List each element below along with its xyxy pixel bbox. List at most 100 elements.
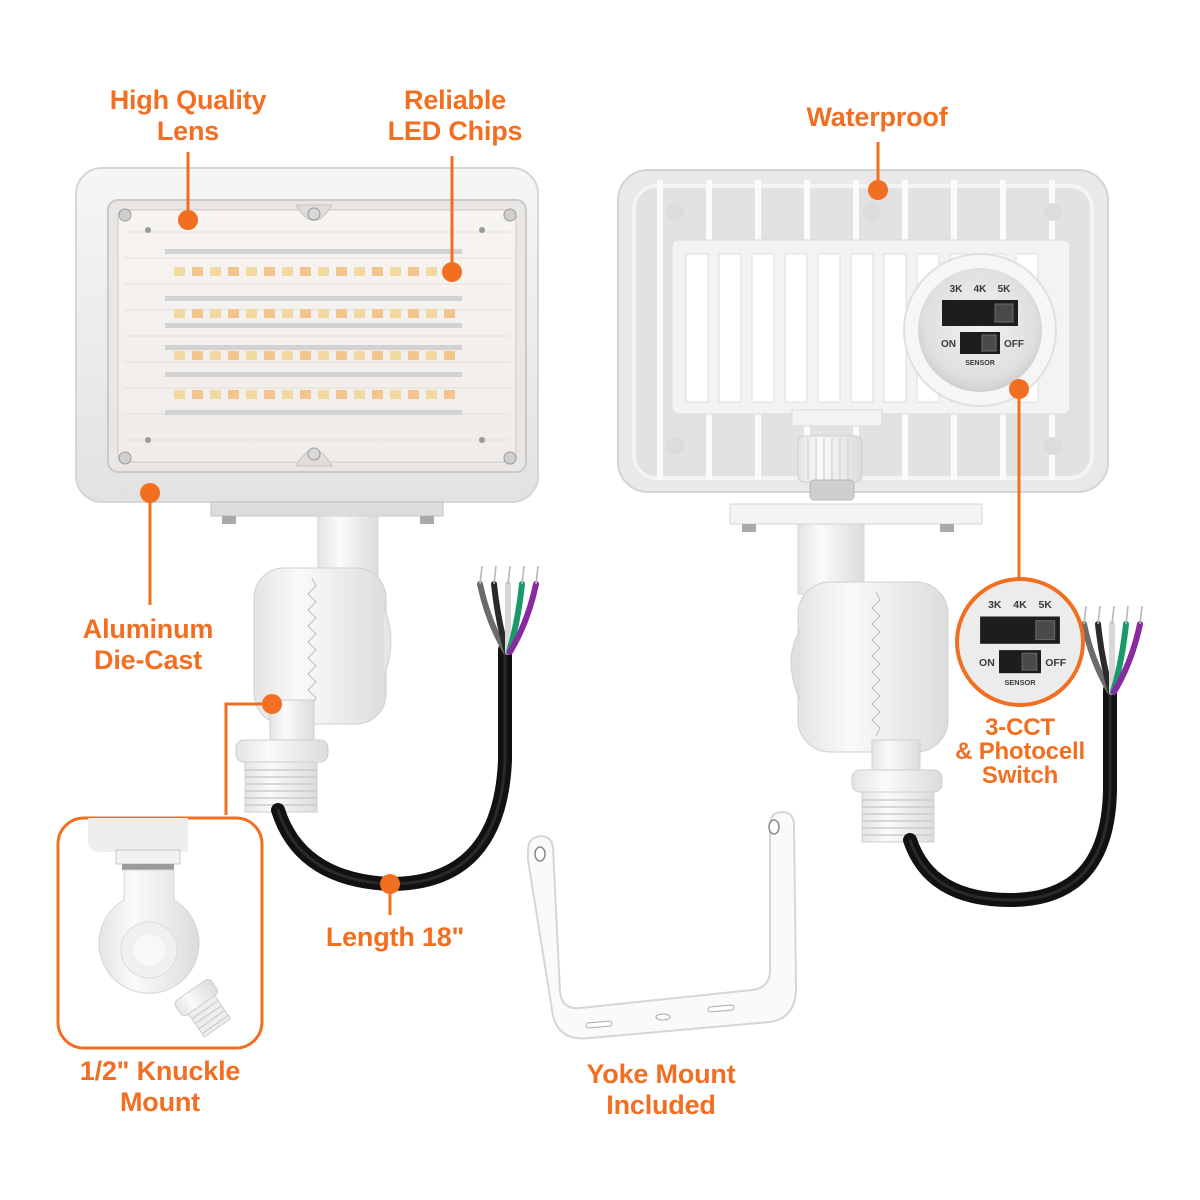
wire-strand [1125, 605, 1129, 625]
callout-line: 1/2" Knuckle [79, 1056, 241, 1086]
cable-gland [797, 435, 863, 501]
led-chip [228, 267, 239, 276]
callout-line: Aluminum [82, 614, 214, 644]
led-chip [390, 267, 401, 276]
led-chip [408, 390, 419, 399]
led-chip [426, 351, 437, 360]
callout-line: Lens [156, 116, 220, 146]
led-chip [264, 390, 275, 399]
cct-slider-knob[interactable] [994, 303, 1014, 323]
led-chip [246, 390, 257, 399]
led-chip [300, 351, 311, 360]
led-chip [282, 267, 293, 276]
led-chip [246, 267, 257, 276]
knuckle-thread [244, 761, 318, 813]
sensor-label: SENSOR [1004, 678, 1036, 687]
callout-cable-length: Length 18" [300, 922, 490, 953]
led-chip [264, 351, 275, 360]
led-chip [192, 267, 203, 276]
sensor-off-label: OFF [1045, 657, 1067, 669]
callout-line: Included [606, 1090, 716, 1120]
cct-slider-knob[interactable] [1035, 620, 1056, 641]
led-chip [408, 309, 419, 318]
led-chip [192, 309, 203, 318]
led-chip [372, 267, 383, 276]
callout-reliable-led-chips: Reliable LED Chips [355, 85, 555, 147]
led-chip [282, 390, 293, 399]
cct-option-label: 5K [998, 284, 1012, 295]
led-chip [210, 309, 221, 318]
led-chip [318, 309, 329, 318]
led-chip [372, 351, 383, 360]
sensor-on-label: ON [941, 339, 956, 350]
callout-dots [140, 180, 1029, 894]
rib [718, 253, 742, 403]
led-chip [318, 351, 329, 360]
led-chip [354, 390, 365, 399]
led-chip [282, 309, 293, 318]
knuckle-inset [56, 816, 264, 1050]
led-chip [264, 267, 275, 276]
led-chip [426, 390, 437, 399]
led-chip-array [174, 267, 455, 399]
callout-line: Mount [120, 1087, 200, 1117]
wire [507, 581, 539, 655]
wire-strand [507, 565, 511, 585]
led-chip [336, 351, 347, 360]
led-chip [336, 390, 347, 399]
sensor-off-label: OFF [1004, 339, 1024, 350]
rib [685, 253, 709, 403]
wire-strand [1083, 605, 1087, 625]
yoke-bracket [527, 810, 798, 1040]
led-chip [300, 309, 311, 318]
callout-line: 3-CCT [985, 714, 1055, 741]
callout-yoke-mount: Yoke Mount Included [556, 1059, 766, 1121]
rib [850, 253, 874, 403]
led-chip [354, 267, 365, 276]
led-chip [426, 267, 437, 276]
cct-option-label: 3K [988, 599, 1002, 611]
callout-3cct-photocell-switch: 3-CCT & Photocell Switch [940, 716, 1100, 788]
led-chip [318, 267, 329, 276]
wire-leads [477, 565, 539, 655]
led-chip [210, 390, 221, 399]
led-chip [390, 309, 401, 318]
cct-option-label: 4K [974, 284, 988, 295]
callout-line: Yoke Mount [586, 1059, 736, 1089]
led-chip [408, 267, 419, 276]
callout-line: Reliable [404, 85, 506, 115]
led-chip [354, 351, 365, 360]
cct-option-label: 5K [1038, 599, 1052, 611]
wire [1111, 621, 1143, 695]
wire-strand [535, 565, 539, 585]
led-chip [210, 351, 221, 360]
back-wire-leads [1081, 605, 1143, 695]
led-chip [354, 309, 365, 318]
led-chip [444, 390, 455, 399]
cct-option-label: 3K [950, 284, 964, 295]
led-rails [165, 249, 462, 415]
led-chip [228, 390, 239, 399]
led-chip [390, 390, 401, 399]
sensor-slider-knob[interactable] [1021, 652, 1038, 671]
led-chip [192, 351, 203, 360]
led-chip [246, 351, 257, 360]
rib [883, 253, 907, 403]
callout-line: Switch [981, 762, 1059, 789]
sensor-slider-knob[interactable] [981, 334, 997, 352]
sensor-on-label: ON [979, 657, 995, 669]
led-chip [300, 390, 311, 399]
led-chip [282, 351, 293, 360]
led-chip [174, 390, 185, 399]
led-chip [444, 309, 455, 318]
callout-aluminum-die-cast: Aluminum Die-Cast [48, 614, 248, 676]
led-chip [228, 351, 239, 360]
led-chip [372, 390, 383, 399]
led-chip [264, 309, 275, 318]
mount-plate [210, 501, 444, 517]
wire-strand [493, 565, 497, 585]
switch-dial [918, 268, 1042, 392]
